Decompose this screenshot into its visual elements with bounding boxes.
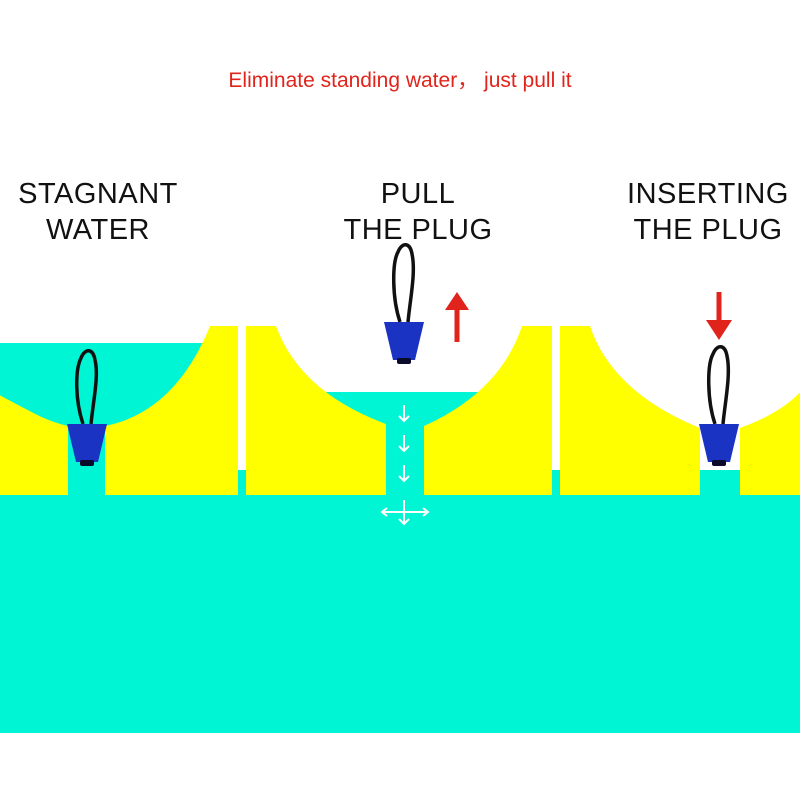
red-down-arrow-icon bbox=[706, 292, 732, 340]
label-line: INSERTING bbox=[627, 178, 789, 210]
label-stagnant-water: STAGNANT WATER bbox=[0, 176, 228, 248]
drain-hole bbox=[68, 472, 105, 495]
panel-pull-the-plug bbox=[246, 243, 552, 526]
hull-left-piece bbox=[0, 395, 68, 495]
drain-hole bbox=[700, 470, 740, 495]
red-up-arrow-icon bbox=[445, 292, 469, 342]
water-body bbox=[0, 495, 800, 733]
plug-tip bbox=[80, 460, 94, 466]
label-line: STAGNANT bbox=[18, 178, 178, 210]
plug-tip bbox=[712, 460, 726, 466]
water-flow-arrows-icon bbox=[380, 405, 430, 526]
label-line: THE PLUG bbox=[633, 214, 783, 246]
drain-channel bbox=[386, 420, 424, 500]
panel-inserting-the-plug bbox=[560, 292, 800, 495]
label-line: PULL bbox=[380, 178, 456, 210]
hull-middle-right bbox=[424, 326, 552, 495]
plug bbox=[384, 243, 424, 364]
hull-right-right bbox=[740, 392, 800, 495]
plug-cord-icon bbox=[706, 345, 731, 425]
plug-cord-icon bbox=[391, 243, 416, 323]
label-line: THE PLUG bbox=[343, 214, 493, 246]
plug-body bbox=[699, 424, 739, 462]
plug-body bbox=[67, 424, 107, 462]
hull-middle-left bbox=[246, 326, 386, 495]
plug bbox=[699, 345, 739, 466]
hull-right-left bbox=[560, 326, 700, 495]
label-line: WATER bbox=[46, 214, 150, 246]
plug-body bbox=[384, 322, 424, 360]
headline: Eliminate standing water， just pull it bbox=[228, 69, 572, 92]
plug bbox=[67, 349, 107, 466]
plug-tip bbox=[397, 358, 411, 364]
panel-stagnant-water bbox=[0, 326, 238, 495]
label-inserting-the-plug: INSERTING THE PLUG bbox=[578, 176, 800, 248]
label-pull-the-plug: PULL THE PLUG bbox=[288, 176, 548, 248]
plug-cord-icon bbox=[74, 349, 99, 425]
